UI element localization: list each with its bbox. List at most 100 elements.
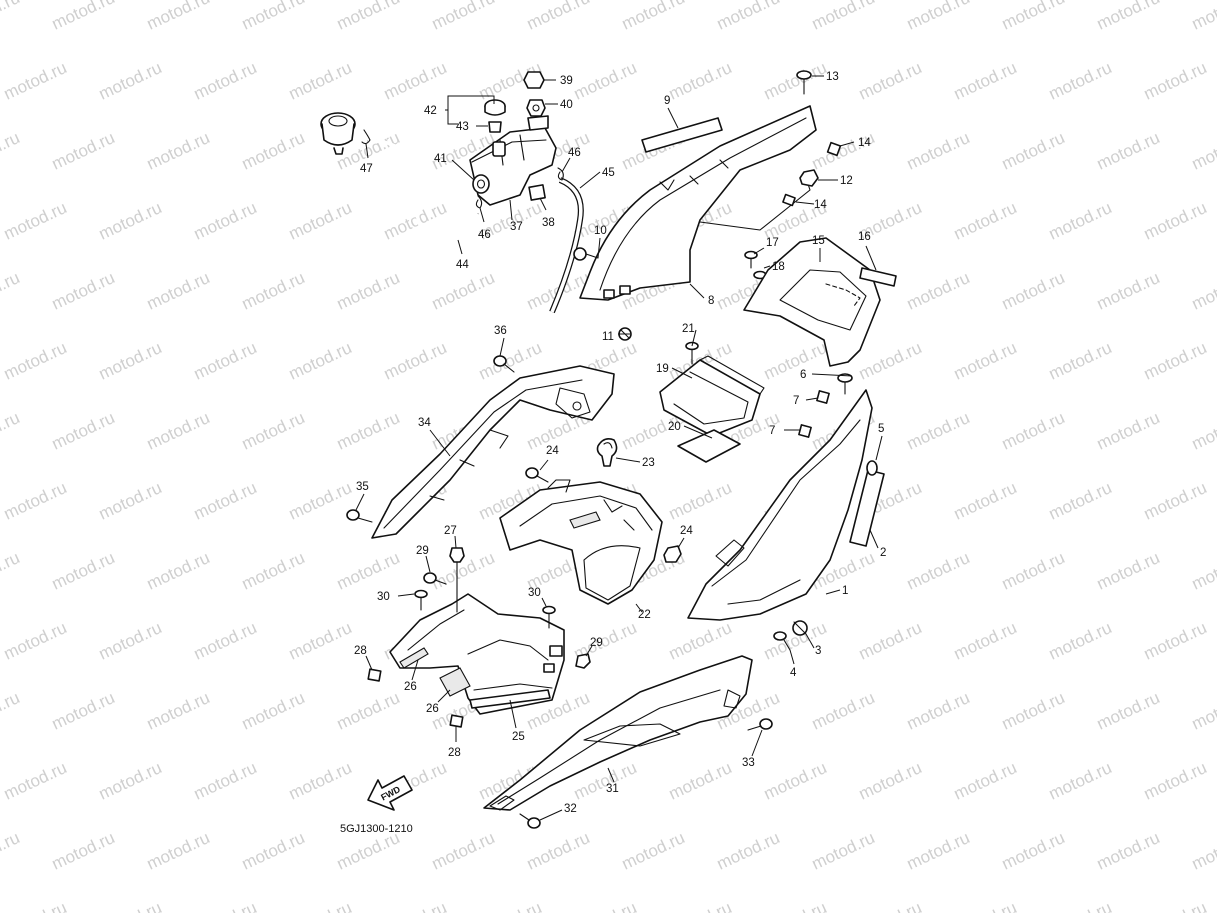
reservoir-tank xyxy=(469,115,557,206)
callout-9: 9 xyxy=(664,95,670,107)
grommet-41 xyxy=(472,174,490,194)
callout-20: 20 xyxy=(668,421,681,433)
watermark-text: motod.ru xyxy=(144,548,213,594)
watermark-text: motod.ru xyxy=(951,478,1020,524)
leader-24b xyxy=(677,537,685,549)
watermark-text: motod.ru xyxy=(96,338,165,384)
cap-42 xyxy=(484,99,506,116)
watermark-text: motod.ru xyxy=(666,478,735,524)
callout-3: 3 xyxy=(815,645,821,657)
watermark-text: motod.ru xyxy=(856,58,925,104)
watermark-text: motod.ru xyxy=(1189,688,1217,734)
watermark-text: motod.ru xyxy=(1189,268,1217,314)
leader-17 xyxy=(753,247,765,255)
holder-23 xyxy=(596,438,618,467)
leader-20 xyxy=(683,425,713,439)
nut-clip-7-upper xyxy=(816,390,830,404)
leader-30b xyxy=(541,597,547,607)
watermark-text: motod.ru xyxy=(951,338,1020,384)
watermark-text: motod.ru xyxy=(714,0,783,34)
leader-30a xyxy=(397,593,415,597)
watermark-text: motod.ru xyxy=(239,828,308,874)
watermark-text: motod.ru xyxy=(809,128,878,174)
screw-30-left xyxy=(414,589,428,611)
watermark-text: motod.ru xyxy=(619,0,688,34)
watermark-text: motod.ru xyxy=(1141,618,1210,664)
watermark-text: motod.ru xyxy=(904,548,973,594)
callout-43: 43 xyxy=(456,121,469,133)
watermark-text: motod.ru xyxy=(1046,758,1115,804)
watermark-text: motod.ru xyxy=(1046,898,1115,913)
diagram-code: 5GJ1300-1210 xyxy=(340,823,413,835)
callout-31: 31 xyxy=(606,783,619,795)
watermark-text: motod.ru xyxy=(0,688,23,734)
leader-37 xyxy=(509,199,513,221)
callout-30b: 30 xyxy=(528,587,541,599)
reservoir-cap xyxy=(320,112,356,155)
watermark-text: motod.ru xyxy=(0,268,23,314)
leader-46a xyxy=(479,207,485,223)
leader-18 xyxy=(763,265,771,269)
leader-36 xyxy=(499,337,505,357)
watermark-text: motod.ru xyxy=(429,268,498,314)
leader-5 xyxy=(875,435,883,461)
watermark-text: motod.ru xyxy=(239,268,308,314)
leader-32 xyxy=(539,809,563,821)
screw-17 xyxy=(744,250,758,269)
watermark-text: motod.ru xyxy=(286,478,355,524)
callout-21: 21 xyxy=(682,323,695,335)
callout-6: 6 xyxy=(800,369,806,381)
callout-5: 5 xyxy=(878,423,884,435)
rear-fender-22 xyxy=(499,479,663,605)
leader-26a xyxy=(411,659,419,681)
screw-13 xyxy=(796,70,812,95)
leader-6 xyxy=(811,373,853,377)
leader-21 xyxy=(691,329,697,347)
hose-44 xyxy=(367,139,480,243)
watermark-text: motod.ru xyxy=(334,548,403,594)
callout-35: 35 xyxy=(356,481,369,493)
callout-12: 12 xyxy=(840,175,853,187)
watermark-text: motod.ru xyxy=(1,618,70,664)
callout-18: 18 xyxy=(772,261,785,273)
watermark-text: motod.ru xyxy=(1046,58,1115,104)
watermark-text: motod.ru xyxy=(951,618,1020,664)
callout-24b: 24 xyxy=(680,525,693,537)
watermark-text: motod.ru xyxy=(286,758,355,804)
nut-clip-28-upper xyxy=(367,668,382,682)
leader-24a xyxy=(539,459,549,471)
leader-47 xyxy=(365,143,369,159)
watermark-text: motod.ru xyxy=(1189,0,1217,34)
callout-42: 42 xyxy=(424,105,437,117)
callout-46b: 46 xyxy=(568,147,581,159)
watermark-text: motod.ru xyxy=(1,478,70,524)
callout-13: 13 xyxy=(826,71,839,83)
watermark-text: motod.ru xyxy=(856,898,925,913)
callout-19: 19 xyxy=(656,363,669,375)
callout-14b: 14 xyxy=(814,199,827,211)
watermark-text: motod.ru xyxy=(49,0,118,34)
callout-14a: 14 xyxy=(858,137,871,149)
pad-26-lower xyxy=(439,667,471,697)
screw-29-left xyxy=(423,572,447,585)
screw-30-right xyxy=(542,605,556,629)
callout-44: 44 xyxy=(456,259,469,271)
callout-40: 40 xyxy=(560,99,573,111)
leader-25 xyxy=(509,699,517,729)
leader-45 xyxy=(579,171,601,189)
leader-1 xyxy=(825,589,841,595)
watermark-text: motod.ru xyxy=(761,338,830,384)
watermark-text: motod.ru xyxy=(1189,548,1217,594)
watermark-text: motod.ru xyxy=(191,58,260,104)
leader-44 xyxy=(457,239,463,255)
bolt-3 xyxy=(792,620,808,636)
watermark-text: motod.ru xyxy=(999,268,1068,314)
watermark-text: motod.ru xyxy=(49,128,118,174)
watermark-text: motod.ru xyxy=(96,58,165,104)
watermark-text: motod.ru xyxy=(191,898,260,913)
watermark-text: motod.ru xyxy=(1,198,70,244)
watermark-text: motod.ru xyxy=(666,58,735,104)
watermark-text: motod.ru xyxy=(144,688,213,734)
leader-23 xyxy=(615,457,641,463)
watermark-text: motod.ru xyxy=(96,898,165,913)
